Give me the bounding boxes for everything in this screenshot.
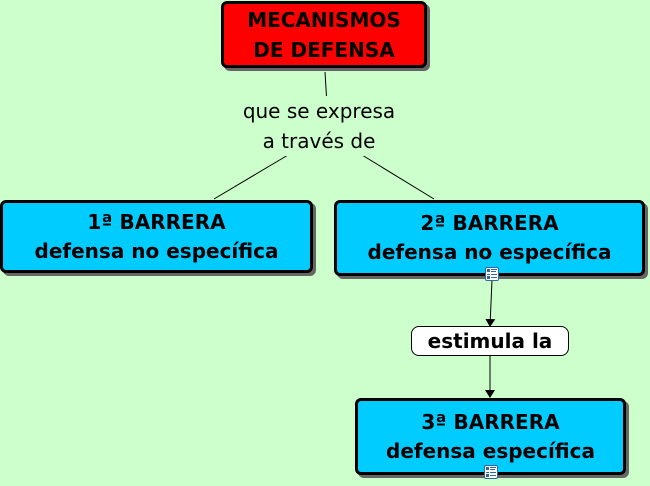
concept-segunda-barrera[interactable]: 2ª BARRERA defensa no específica <box>334 200 645 276</box>
concept-mecanismos-de-defensa[interactable]: MECANISMOS DE DEFENSA <box>221 1 427 68</box>
link-label-que-se-expresa: que se expresa a través de <box>221 96 417 156</box>
connector-barrera-2-to-estimula <box>485 279 496 327</box>
concept-primera-barrera[interactable]: 1ª BARRERA defensa no específica <box>0 200 313 273</box>
resource-icon[interactable] <box>485 267 499 281</box>
link-label-estimula-la: estimula la <box>411 326 569 356</box>
concept-tercera-barrera[interactable]: 3ª BARRERA defensa específica <box>355 398 626 475</box>
connector-link-to-barrera-1 <box>213 154 289 200</box>
connector-link-to-barrera-2 <box>361 154 435 200</box>
resource-icon[interactable] <box>484 465 498 479</box>
